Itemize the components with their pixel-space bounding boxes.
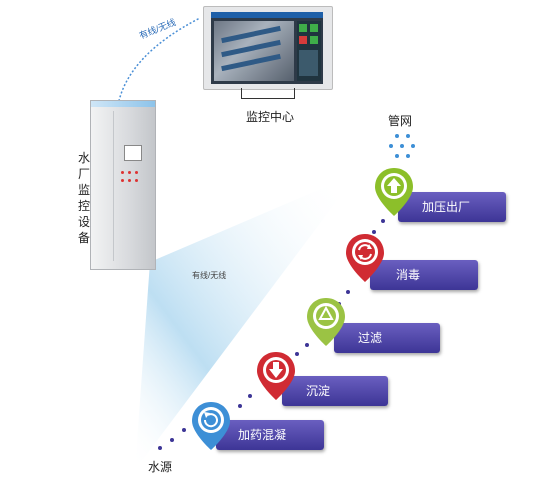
pin-settle bbox=[257, 352, 295, 400]
drop-dot bbox=[406, 134, 410, 138]
stage-bar-filter: 过滤 bbox=[334, 323, 440, 353]
stage-label: 过滤 bbox=[358, 331, 383, 345]
stage-label: 消毒 bbox=[396, 268, 421, 282]
path-dot bbox=[372, 230, 376, 234]
drop-dot bbox=[406, 154, 410, 158]
path-dot bbox=[295, 352, 299, 356]
stage-bar-settle: 沉淀 bbox=[282, 376, 388, 406]
pin-pressurize bbox=[375, 168, 413, 216]
monitor bbox=[203, 6, 333, 90]
stage-label: 加药混凝 bbox=[238, 428, 287, 442]
path-dot bbox=[248, 394, 252, 398]
monitor-center-label: 监控中心 bbox=[246, 110, 295, 124]
down-arrow-icon bbox=[269, 362, 283, 378]
path-dot bbox=[346, 290, 350, 294]
monitor-stand bbox=[241, 88, 295, 99]
path-dot bbox=[158, 446, 162, 450]
drop-dot bbox=[389, 144, 393, 148]
water-source-label: 水源 bbox=[148, 460, 173, 474]
drop-dot bbox=[395, 134, 399, 138]
path-dot bbox=[182, 428, 186, 432]
up-arrow-icon bbox=[387, 178, 401, 193]
rotate-icon bbox=[203, 413, 218, 428]
pin-coagulate bbox=[192, 402, 230, 450]
cabinet-display bbox=[124, 145, 142, 161]
recycle-icon bbox=[318, 305, 334, 320]
drop-dot bbox=[400, 144, 404, 148]
stage-bar-disinfect: 消毒 bbox=[370, 260, 478, 290]
pipe-network-label: 管网 bbox=[388, 114, 413, 128]
wired-wireless-mid-label: 有线/无线 bbox=[192, 271, 227, 280]
path-dot bbox=[238, 404, 242, 408]
stage-label: 沉淀 bbox=[306, 384, 331, 398]
drop-dot bbox=[395, 154, 399, 158]
stage-bar-coagulate: 加药混凝 bbox=[216, 420, 324, 450]
pin-disinfect bbox=[346, 234, 384, 282]
path-dot bbox=[305, 343, 309, 347]
path-dot bbox=[381, 219, 385, 223]
stage-label: 加压出厂 bbox=[422, 200, 471, 214]
control-cabinet bbox=[90, 100, 156, 270]
water-plant-device-label: 水厂监控设备 bbox=[78, 151, 91, 245]
path-dot bbox=[170, 438, 174, 442]
drop-dot bbox=[411, 144, 415, 148]
pin-filter bbox=[307, 298, 345, 346]
monitor-screen bbox=[211, 12, 323, 84]
stage-bar-pressurize: 加压出厂 bbox=[398, 192, 506, 222]
